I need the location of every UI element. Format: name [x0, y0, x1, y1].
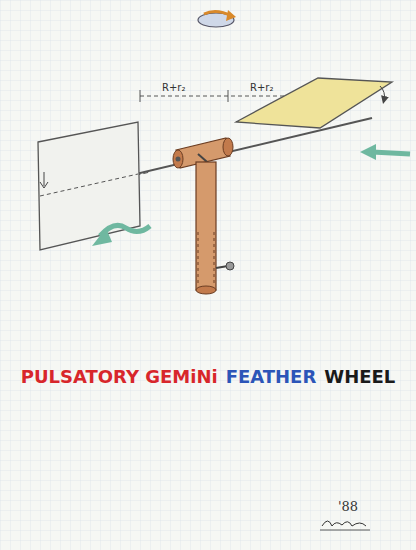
year-note: '88	[338, 500, 358, 514]
signature	[322, 521, 366, 526]
flow-arrow	[92, 144, 410, 246]
left-paddle	[38, 122, 140, 250]
title-part: FEATHER	[226, 367, 317, 387]
rotation-arrow	[198, 10, 236, 27]
dimension-label: R+r₂	[162, 82, 185, 93]
dimension-label: R+r₂	[250, 82, 273, 93]
hub	[173, 138, 234, 294]
title-part: PULSATORY GEMiNi	[21, 367, 218, 387]
signature-line	[320, 530, 370, 531]
title-part: WHEEL	[324, 367, 395, 387]
right-paddle	[236, 78, 392, 128]
